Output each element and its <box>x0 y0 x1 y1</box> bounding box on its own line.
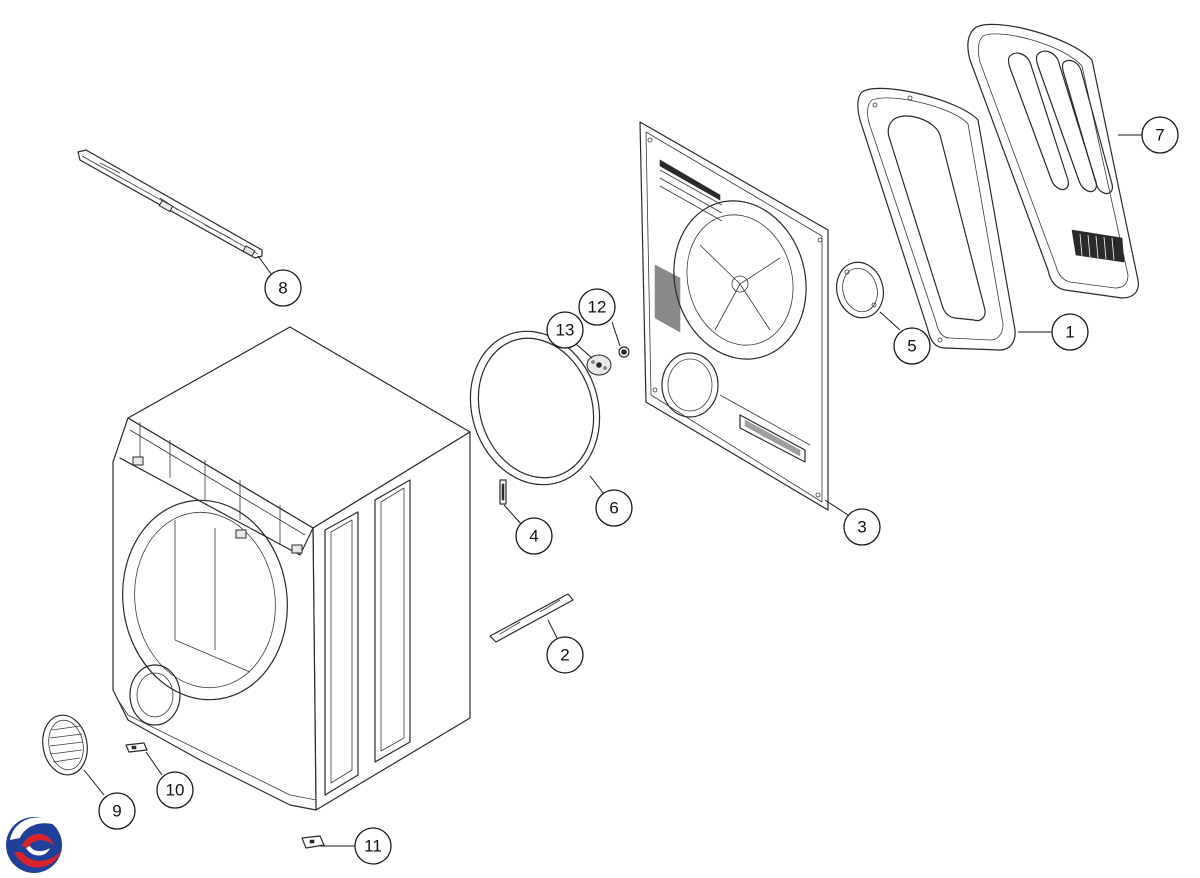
callout-label: 10 <box>166 781 185 800</box>
callout-label: 4 <box>529 527 538 546</box>
part-6-seal-ring <box>469 330 601 486</box>
part-5-round-cover <box>836 261 884 319</box>
part-7-air-duct <box>967 23 1139 299</box>
callout-4: 4 <box>515 517 553 555</box>
callout-13: 13 <box>546 311 584 349</box>
callout-label: 9 <box>112 802 121 821</box>
part-2-bracket-strip <box>489 593 574 643</box>
callout-12: 12 <box>578 288 616 326</box>
part-12-bushing <box>618 346 630 358</box>
callout-label: 12 <box>588 298 607 317</box>
callout-6: 6 <box>595 489 633 527</box>
part-10-bracket <box>125 742 148 753</box>
callout-11: 11 <box>354 827 392 865</box>
callout-label: 1 <box>1065 323 1074 342</box>
part-4-clip <box>499 479 507 505</box>
callout-5: 5 <box>893 327 931 365</box>
callout-label: 13 <box>556 321 575 340</box>
part-3-rear-panel <box>639 121 829 511</box>
callout-7: 7 <box>1141 116 1179 154</box>
callout-3: 3 <box>843 508 881 546</box>
callout-label: 7 <box>1155 126 1164 145</box>
callout-9: 9 <box>98 792 136 830</box>
callout-1: 1 <box>1051 313 1089 351</box>
brand-logo-icon <box>6 817 62 873</box>
callout-2: 2 <box>546 636 584 674</box>
part-1-duct-cover <box>857 87 1016 351</box>
part-13-bearing-plate <box>586 354 612 376</box>
dryer-cabinet <box>112 326 471 811</box>
part-9-filter-grill <box>42 714 88 776</box>
part-8-top-rail <box>77 149 263 259</box>
callout-label: 3 <box>857 518 866 537</box>
callout-10: 10 <box>156 771 194 809</box>
leader-lines <box>83 134 1143 847</box>
callout-label: 11 <box>364 837 382 856</box>
callout-label: 8 <box>278 279 287 298</box>
callout-label: 6 <box>609 499 618 518</box>
part-11-bracket <box>301 835 325 849</box>
callout-label: 5 <box>907 337 916 356</box>
callout-8: 8 <box>264 269 302 307</box>
callout-label: 2 <box>560 646 569 665</box>
